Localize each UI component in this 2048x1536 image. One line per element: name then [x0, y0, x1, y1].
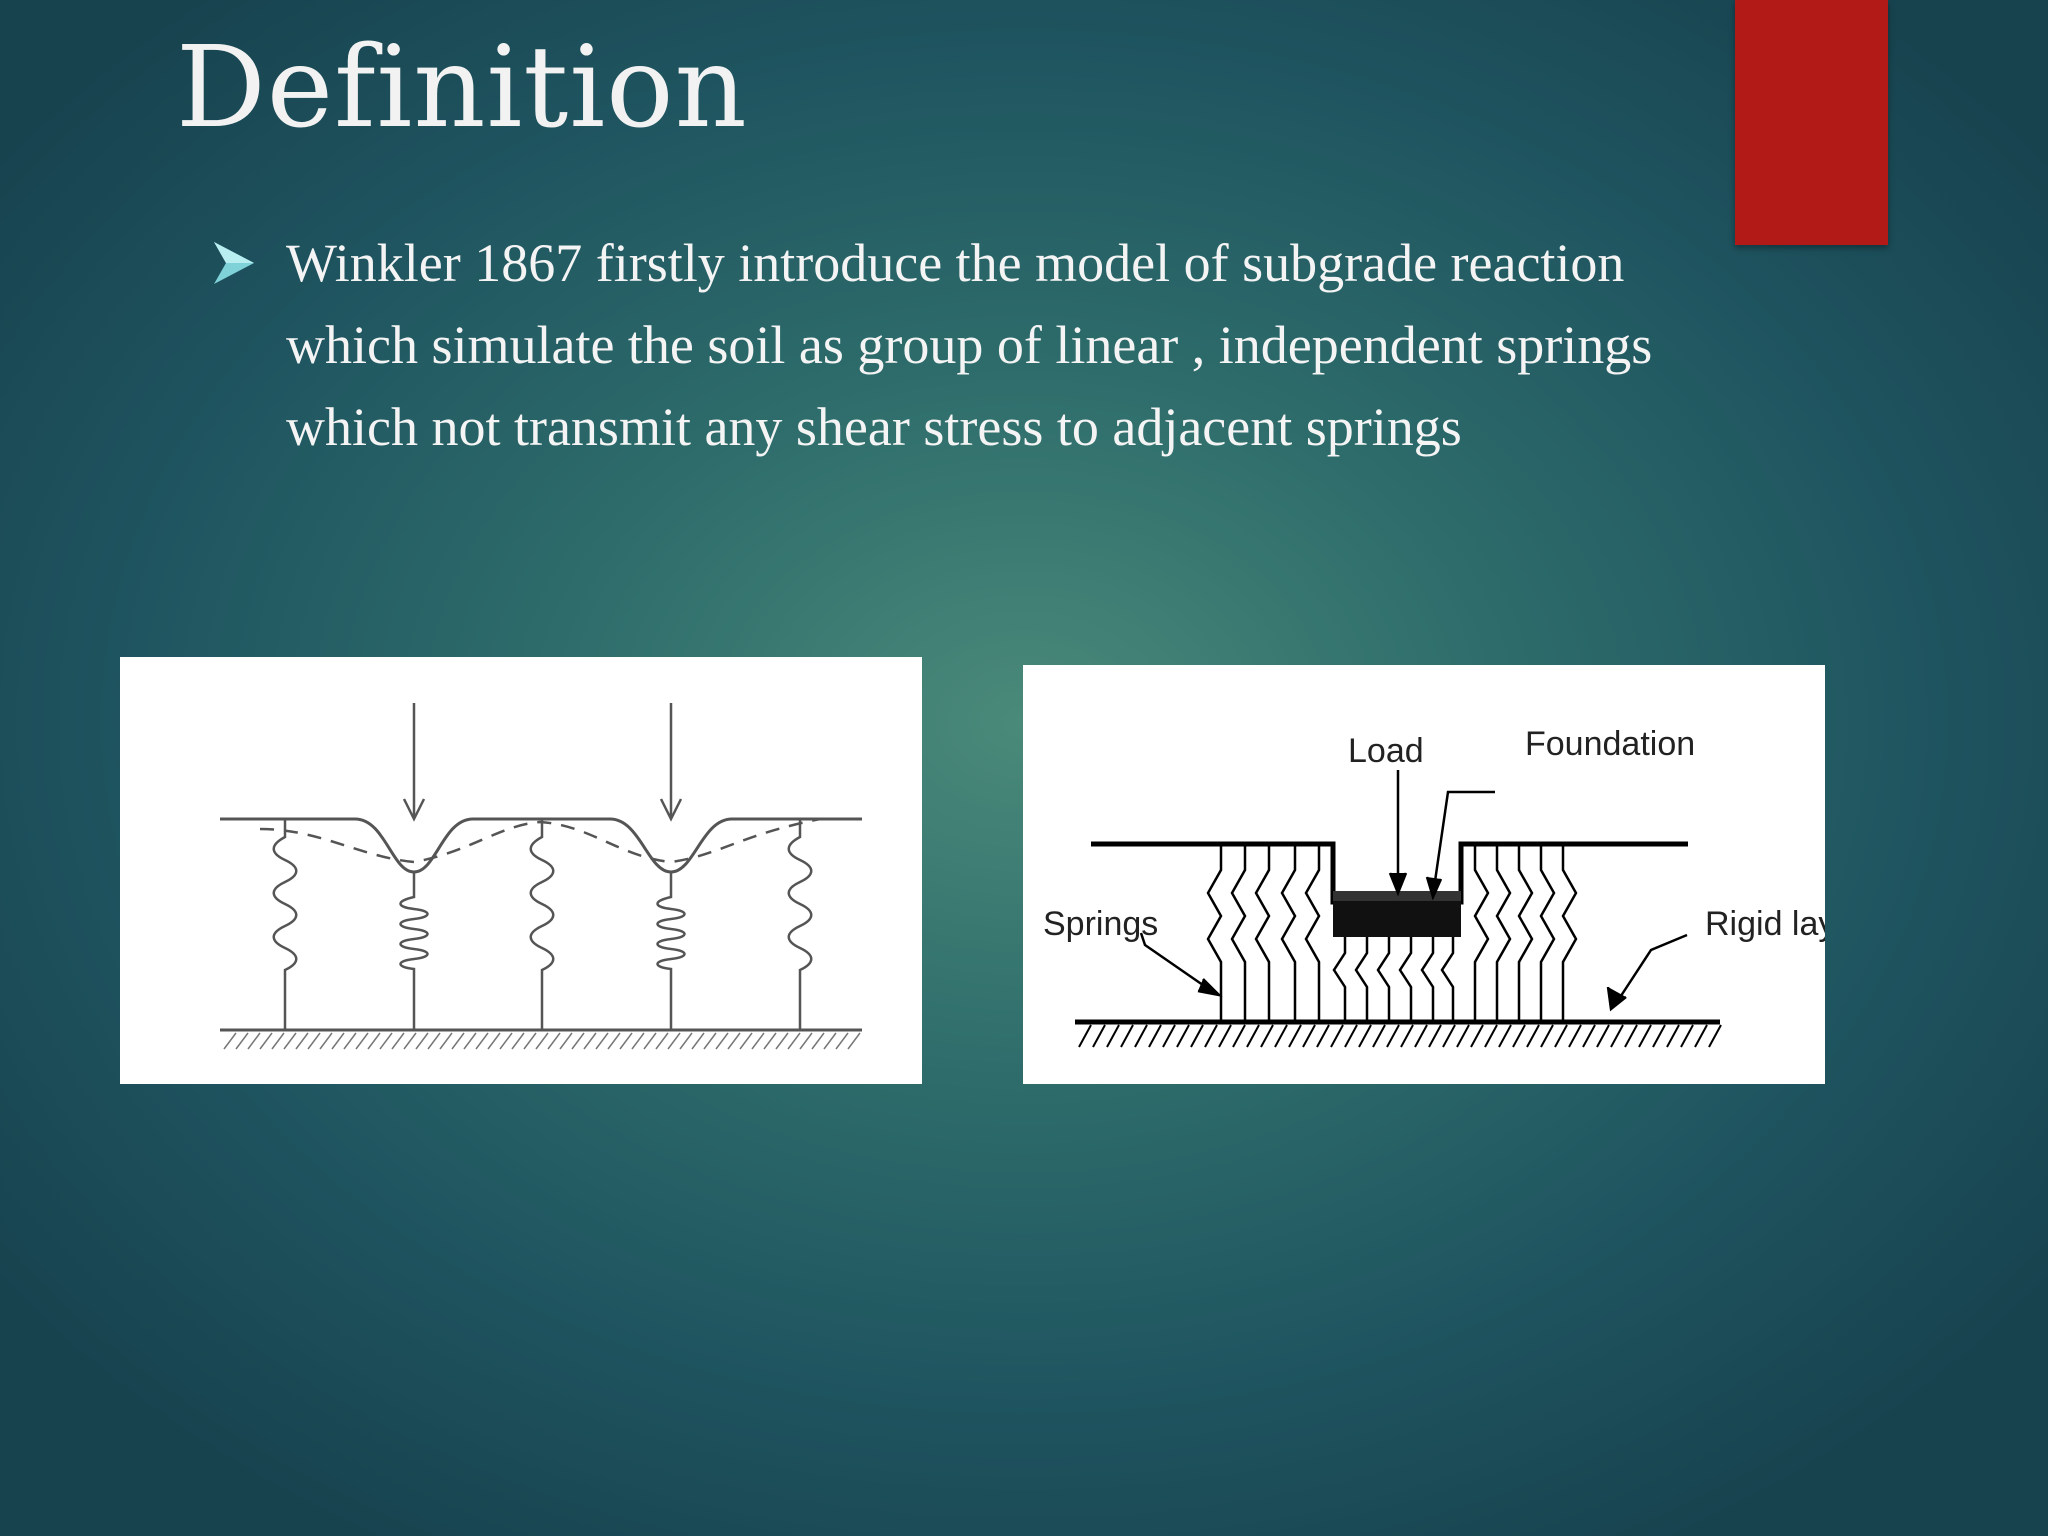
arrowhead-bullet-icon: [212, 222, 286, 304]
load-label: Load: [1348, 732, 1424, 770]
bullet-text: Winkler 1867 firstly introduce the model…: [286, 233, 1653, 457]
foundation-springs-figure: Load Foundation Springs Rigid layer: [1023, 665, 1825, 1084]
foundation-label: Foundation: [1525, 725, 1695, 763]
springs-label: Springs: [1043, 905, 1158, 943]
slide-title: Definition: [176, 23, 748, 153]
winkler-springs-figure: [120, 657, 922, 1084]
bullet-item: Winkler 1867 firstly introduce the model…: [212, 222, 1702, 468]
accent-bar: [1735, 0, 1888, 245]
rigid-layer-label: Rigid layer: [1705, 905, 1825, 943]
